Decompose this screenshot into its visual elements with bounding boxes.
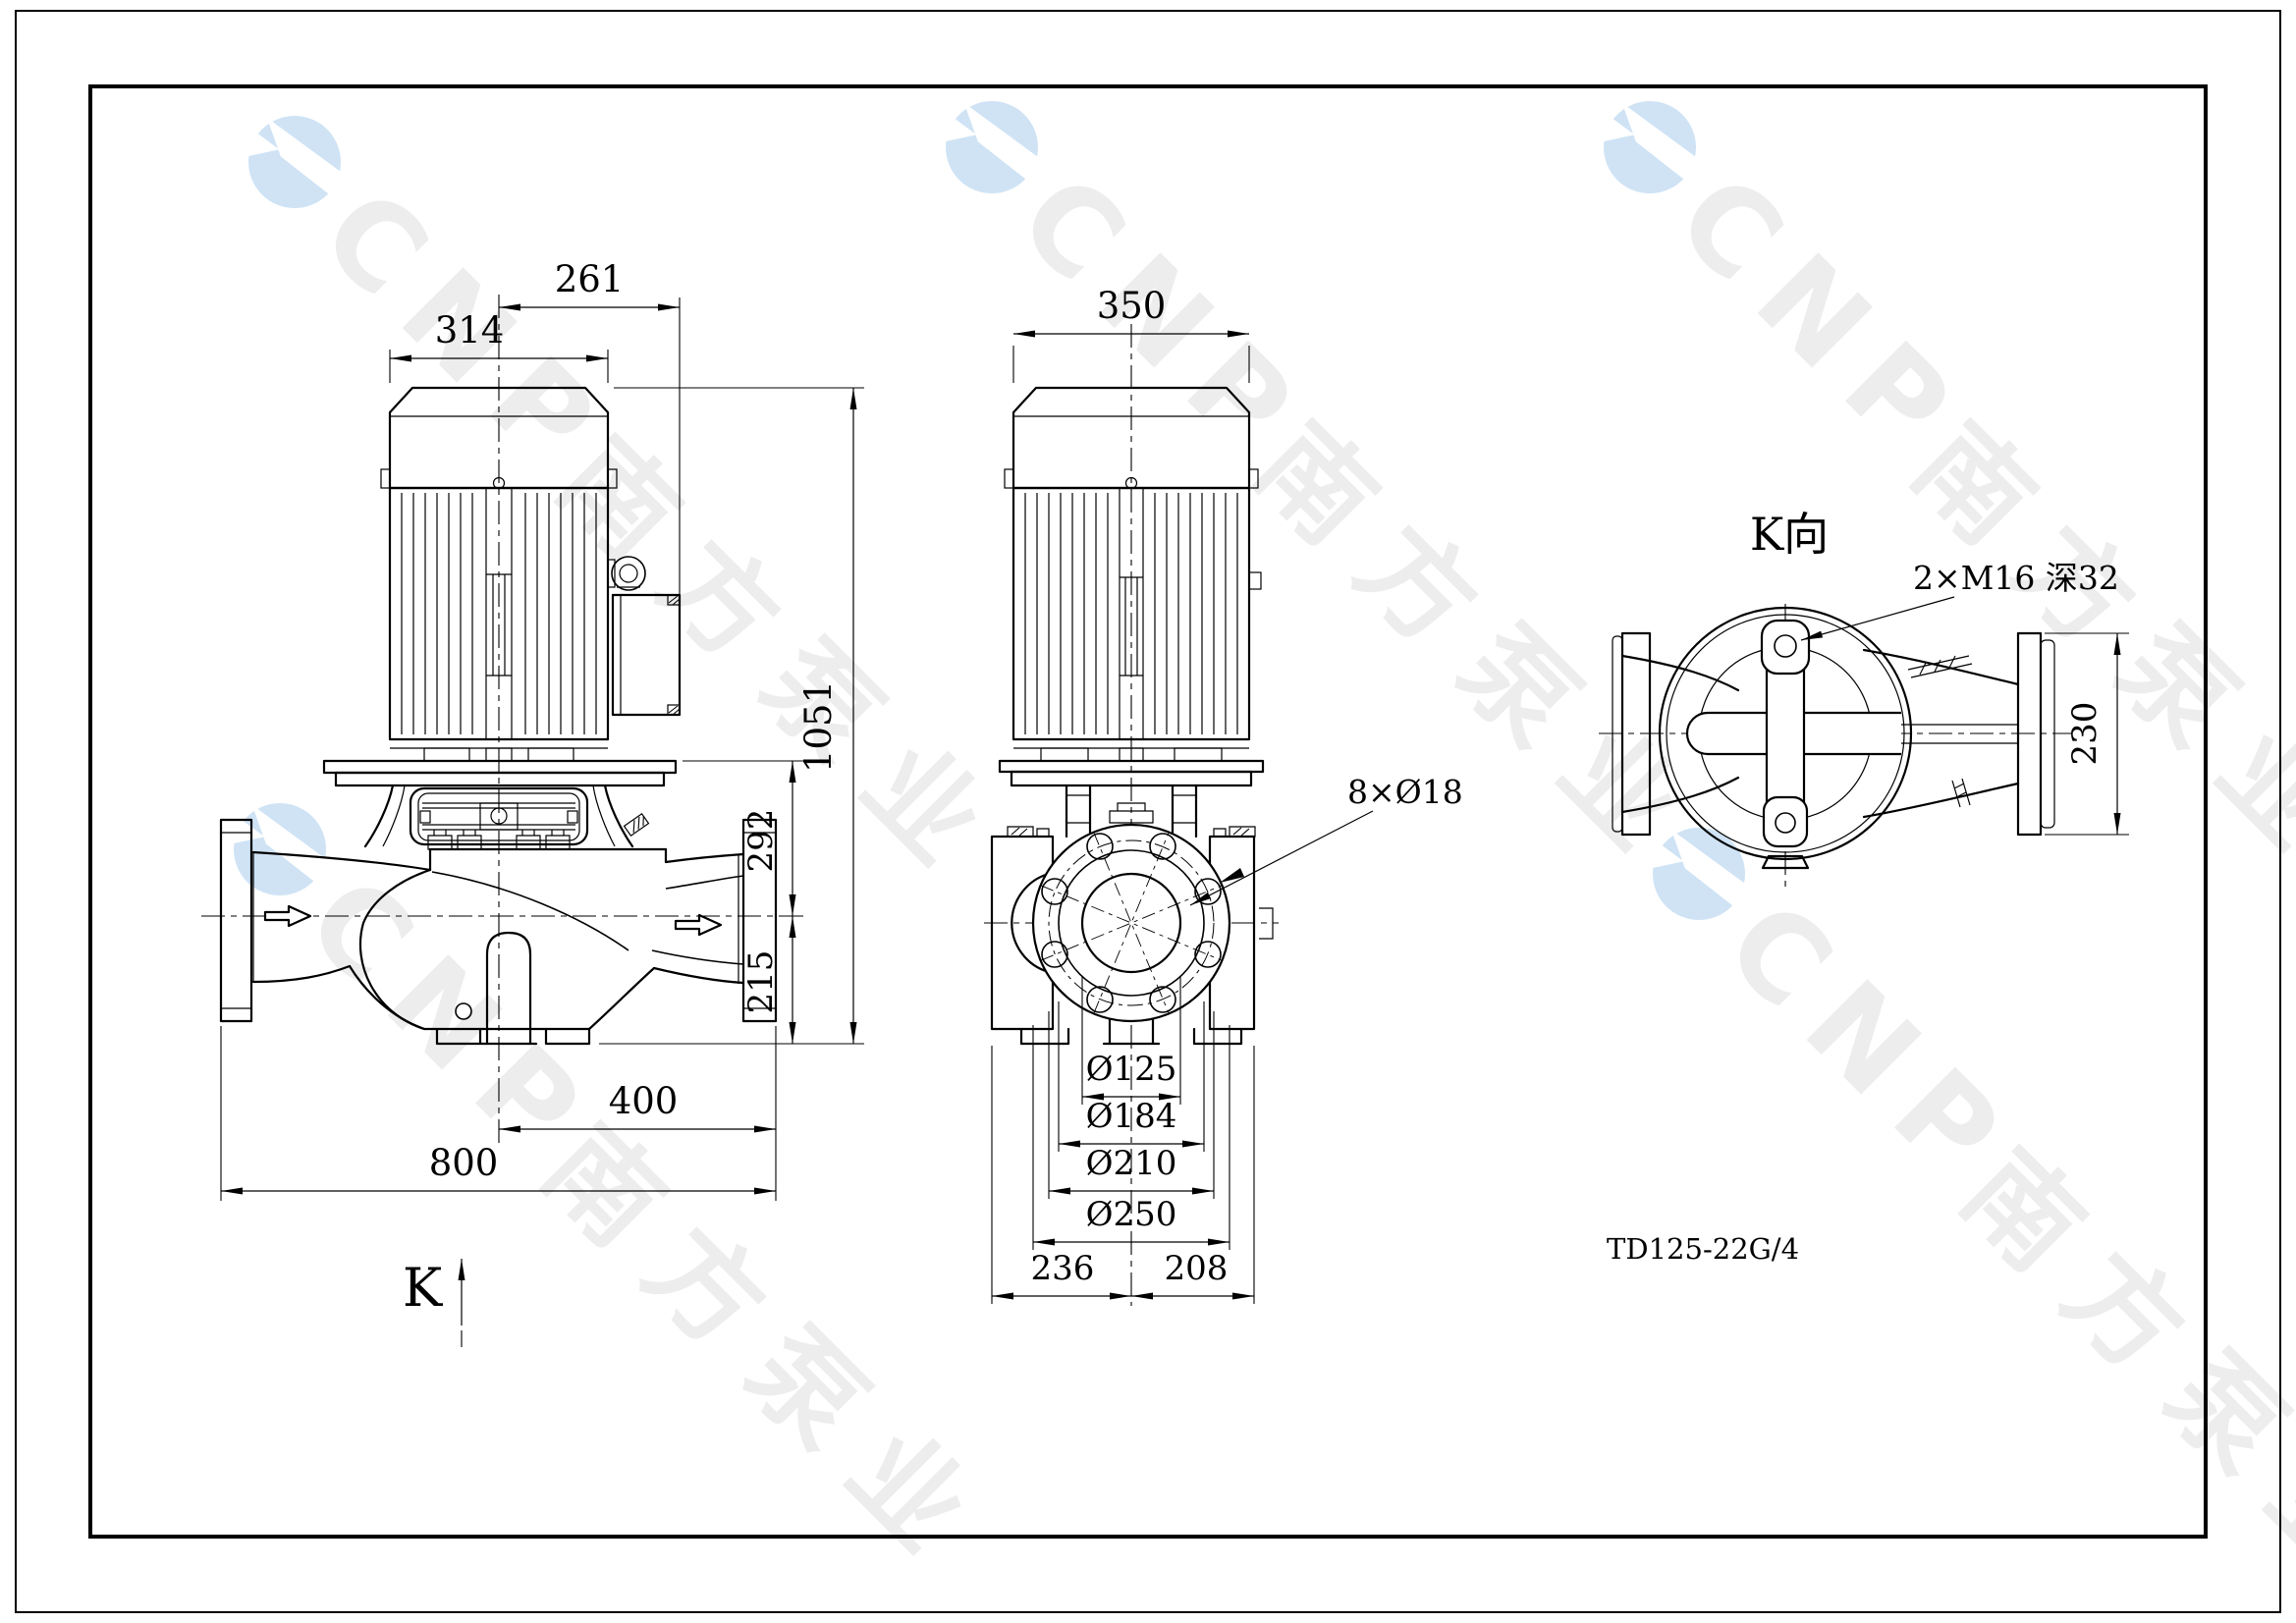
side-view: 261 314 1051 292 215 400 800 K bbox=[201, 258, 864, 1347]
volute-top bbox=[1612, 606, 2055, 870]
k-view-labels: K向 2×M16 深32 230 bbox=[1750, 508, 2129, 836]
dim-314: 314 bbox=[435, 309, 505, 352]
pump-body-side bbox=[219, 818, 778, 1046]
watermark: CNP 南方泵业 bbox=[225, 803, 1015, 1598]
watermark-company: 南方泵业 bbox=[1889, 401, 2296, 896]
dim-208: 208 bbox=[1165, 1249, 1229, 1288]
vent-plug-icon bbox=[623, 812, 650, 838]
dim-flange-od: Ø250 bbox=[1086, 1195, 1177, 1234]
model-label: TD125-22G/4 bbox=[1607, 1232, 1799, 1266]
dim-236: 236 bbox=[1031, 1249, 1095, 1288]
bolt-holes bbox=[1041, 833, 1222, 1013]
dim-bore: Ø125 bbox=[1086, 1050, 1177, 1089]
k-direction-arrow: K bbox=[403, 1257, 465, 1347]
dim-bolt-circle: Ø210 bbox=[1086, 1144, 1177, 1183]
thread-hole-icon bbox=[1775, 812, 1796, 834]
cnp-logo-icon bbox=[225, 803, 336, 895]
cnp-logo-icon bbox=[240, 115, 351, 208]
dim-230: 230 bbox=[2065, 702, 2105, 766]
dim-261: 261 bbox=[555, 258, 625, 300]
k-view: K向 2×M16 深32 230 bbox=[1599, 508, 2129, 889]
support-columns bbox=[1065, 784, 1198, 839]
dim-400: 400 bbox=[609, 1080, 679, 1122]
sheet-border bbox=[15, 10, 2281, 1613]
motor-front bbox=[998, 386, 1265, 787]
k-arrow-label: K bbox=[403, 1257, 444, 1319]
k-view-title: K向 bbox=[1750, 508, 1829, 561]
thread-hole-icon bbox=[1774, 634, 1797, 658]
discharge-flange bbox=[738, 818, 778, 1023]
dim-raised-face: Ø184 bbox=[1086, 1097, 1177, 1136]
bolt-note: 8×Ø18 bbox=[1189, 773, 1463, 906]
dim-1051: 1051 bbox=[797, 680, 840, 773]
watermark-company: 南方泵业 bbox=[519, 1103, 1015, 1598]
dim-800: 800 bbox=[429, 1142, 499, 1184]
flow-arrow-icon bbox=[263, 904, 312, 928]
side-view-dimensions: 261 314 1051 292 215 400 800 K bbox=[220, 258, 864, 1347]
cnp-logo-icon bbox=[1644, 828, 1755, 920]
lantern-bracket bbox=[363, 784, 650, 850]
watermark-company: 南方泵业 bbox=[1231, 401, 1727, 896]
watermark: CNP 南方泵业 bbox=[1644, 828, 2296, 1623]
lifting-eye-icon bbox=[607, 556, 646, 591]
dim-292: 292 bbox=[741, 809, 781, 873]
drain-plug-icon bbox=[455, 1002, 472, 1020]
inner-border bbox=[88, 84, 2208, 1539]
cnp-logo-icon bbox=[1595, 100, 1706, 193]
front-view: 8×Ø18 350 Ø125 Ø184 Ø210 Ø250 236 bbox=[984, 285, 1463, 1306]
cnp-logo-icon bbox=[937, 100, 1048, 193]
dim-350: 350 bbox=[1097, 285, 1167, 327]
motor-side bbox=[322, 386, 682, 787]
dim-215: 215 bbox=[741, 950, 781, 1014]
flow-arrow-icon bbox=[674, 913, 723, 937]
terminal-box bbox=[611, 593, 682, 717]
pump-flange-front bbox=[1031, 802, 1231, 1023]
watermark-company: 南方泵业 bbox=[1939, 1127, 2296, 1623]
front-view-dimensions: 350 Ø125 Ø184 Ø210 Ø250 236 208 bbox=[991, 285, 1255, 1304]
bolt-holes-note: 8×Ø18 bbox=[1347, 773, 1463, 811]
suction-flange bbox=[219, 818, 254, 1023]
thread-note: 2×M16 深32 bbox=[1913, 559, 2119, 597]
outer-border bbox=[15, 10, 2281, 1613]
